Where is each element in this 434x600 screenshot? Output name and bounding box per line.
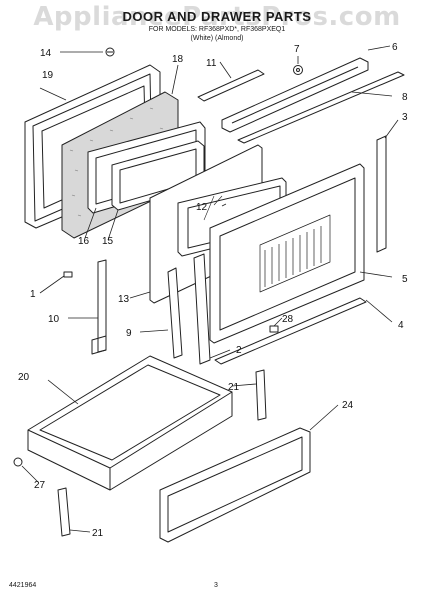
- part-5-outer-door: [209, 163, 393, 344]
- part-21a-drawer-slide: [231, 369, 267, 421]
- callout-19: 19: [42, 70, 54, 81]
- part-9-door-channel: [139, 267, 183, 359]
- callout-4: 4: [398, 320, 404, 331]
- part-7-nut: [293, 56, 303, 75]
- part-6-vent-trim: [221, 45, 391, 133]
- part-number-footer: 4421964: [9, 582, 37, 589]
- part-24-drawer-front: [159, 404, 339, 543]
- callout-18: 18: [172, 54, 184, 65]
- callout-10: 10: [48, 314, 60, 325]
- model-numbers: FOR MODELS: RF368PXD*, RF368PXEQ1: [148, 26, 286, 33]
- callout-3: 3: [402, 112, 408, 123]
- callout-9: 9: [126, 328, 132, 339]
- part-8-door-rod: [237, 71, 405, 144]
- callout-14: 14: [40, 48, 52, 59]
- part-21b-drawer-slide: [57, 487, 91, 537]
- callout-27: 27: [34, 480, 46, 491]
- part-14-screw: [60, 47, 115, 57]
- part-10-hinge: [68, 259, 107, 355]
- part-20-drawer-body: [27, 355, 233, 491]
- callout-labels: 14 19 18 11 7 6 8 3 12 16 15 13 5 1 10 4…: [18, 42, 408, 539]
- callout-21a: 21: [228, 382, 240, 393]
- callout-24: 24: [342, 400, 354, 411]
- watermark: AppliancePartsPros.com: [33, 2, 401, 32]
- diagram-title: DOOR AND DRAWER PARTS: [122, 9, 312, 24]
- callout-11: 11: [206, 58, 217, 69]
- callout-15: 15: [102, 236, 114, 247]
- callout-2: 2: [236, 345, 242, 356]
- callout-8: 8: [402, 92, 408, 103]
- callout-16: 16: [78, 236, 90, 247]
- part-27-drawer-roller: [13, 457, 39, 483]
- callout-7: 7: [294, 44, 300, 55]
- part-1-clip: [39, 271, 73, 294]
- model-colors: (White) (Almond): [190, 35, 244, 42]
- callout-1: 1: [30, 289, 36, 300]
- part-11-hinge-receiver: [197, 61, 265, 102]
- callout-20: 20: [18, 372, 30, 383]
- callout-6: 6: [392, 42, 398, 53]
- callout-12: 12: [196, 202, 208, 213]
- callout-5: 5: [402, 274, 408, 285]
- part-28-clip: [269, 317, 283, 333]
- callout-28: 28: [282, 314, 294, 325]
- part-3-side-trim: [376, 119, 399, 253]
- callout-13: 13: [118, 294, 130, 305]
- part-2-side-channel: [193, 253, 231, 365]
- page-number: 3: [214, 582, 218, 589]
- callout-21b: 21: [92, 528, 104, 539]
- part-4-bottom-trim: [214, 297, 393, 365]
